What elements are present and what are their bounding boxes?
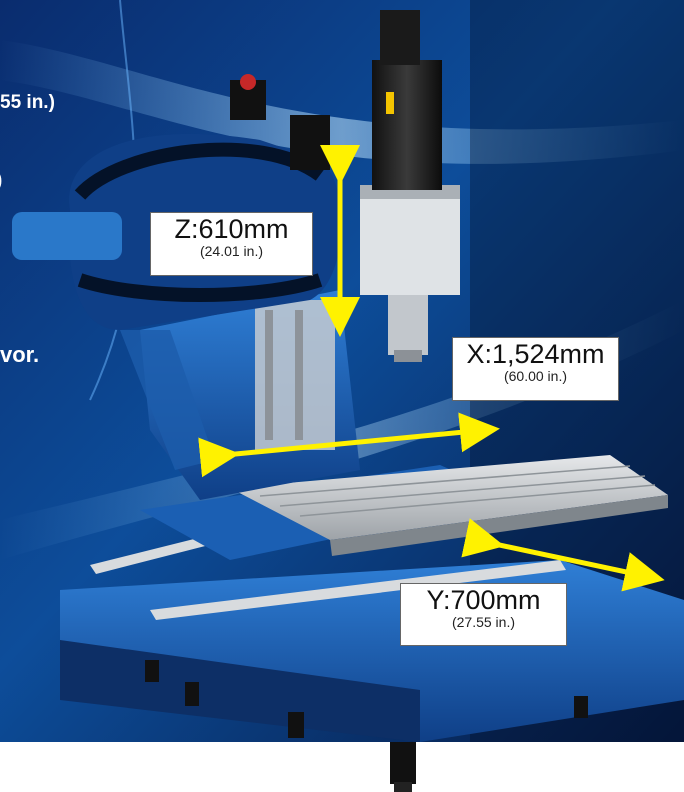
x-axis-arrow [198, 412, 500, 478]
light-streak-1 [0, 40, 684, 164]
foot-1 [145, 660, 159, 682]
y-travel-label: Y:700mm (27.55 in.) [400, 583, 567, 646]
z-travel-label: Z:610mm (24.01 in.) [150, 212, 313, 276]
work-table [230, 455, 668, 540]
machine-foot-below [390, 742, 416, 792]
column-ribs [120, 330, 215, 470]
foot-4 [574, 696, 588, 718]
magazine-cover [12, 212, 122, 260]
cropped-text-line-1: 55 in.) [0, 92, 55, 113]
spindle-head [360, 185, 460, 295]
z-travel-value: Z:610mm [174, 214, 289, 244]
y-travel-inches: (27.55 in.) [451, 614, 516, 630]
travel-arrows [198, 145, 665, 592]
light-streak-2 [0, 300, 684, 560]
spindle [388, 295, 428, 355]
y-travel-value: Y:700mm [426, 585, 541, 615]
cropped-text-line-3: vor. [0, 342, 40, 367]
y-axis-arrow [461, 518, 665, 592]
foot-3 [288, 712, 304, 738]
x-travel-value: X:1,524mm [466, 339, 605, 369]
x-travel-label: X:1,524mm (60.00 in.) [452, 337, 619, 401]
x-travel-inches: (60.00 in.) [503, 368, 568, 384]
z-travel-inches: (24.01 in.) [199, 243, 264, 259]
foot-2 [185, 682, 199, 706]
cropped-text-line-2: ) [0, 170, 2, 192]
spindle-motor [372, 60, 442, 190]
